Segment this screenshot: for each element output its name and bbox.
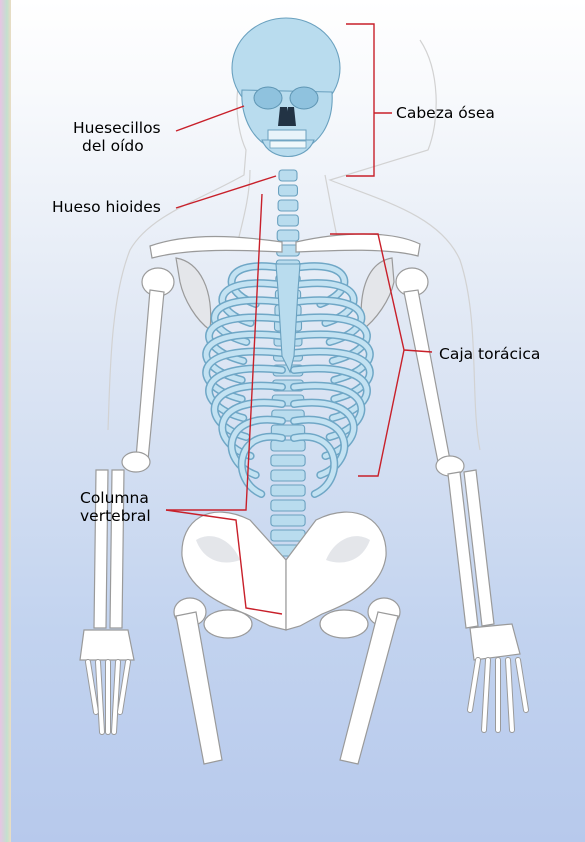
vertebra bbox=[271, 500, 305, 511]
left-arm bbox=[80, 268, 174, 660]
ossicles-leader bbox=[176, 106, 244, 131]
spine-label-line1: Columna bbox=[80, 489, 151, 507]
hyoid-label: Hueso hioides bbox=[52, 198, 161, 216]
ossicles-label-line2: del oído bbox=[73, 137, 161, 155]
right-arm bbox=[396, 268, 520, 660]
vertebra bbox=[271, 485, 305, 496]
spine-label: Columna vertebral bbox=[80, 489, 151, 525]
ossicles-label-line1: Huesecillos bbox=[73, 119, 161, 137]
skull-bracket bbox=[346, 24, 392, 176]
skull bbox=[232, 18, 340, 157]
vertebra bbox=[278, 215, 299, 226]
vertebra bbox=[279, 170, 297, 181]
hands bbox=[88, 660, 526, 732]
ribcage-label: Caja torácica bbox=[439, 345, 540, 363]
vertebra bbox=[277, 230, 299, 241]
vertebra bbox=[271, 530, 305, 541]
vertebra bbox=[271, 455, 305, 466]
spine-label-line2: vertebral bbox=[80, 507, 151, 525]
vertebra bbox=[271, 515, 305, 526]
vertebra bbox=[278, 200, 298, 211]
ossicles-label: Huesecillos del oído bbox=[73, 119, 161, 155]
vertebra bbox=[271, 440, 305, 451]
vertebra bbox=[279, 185, 298, 196]
skull-label: Cabeza ósea bbox=[396, 104, 495, 122]
vertebra bbox=[271, 470, 305, 481]
